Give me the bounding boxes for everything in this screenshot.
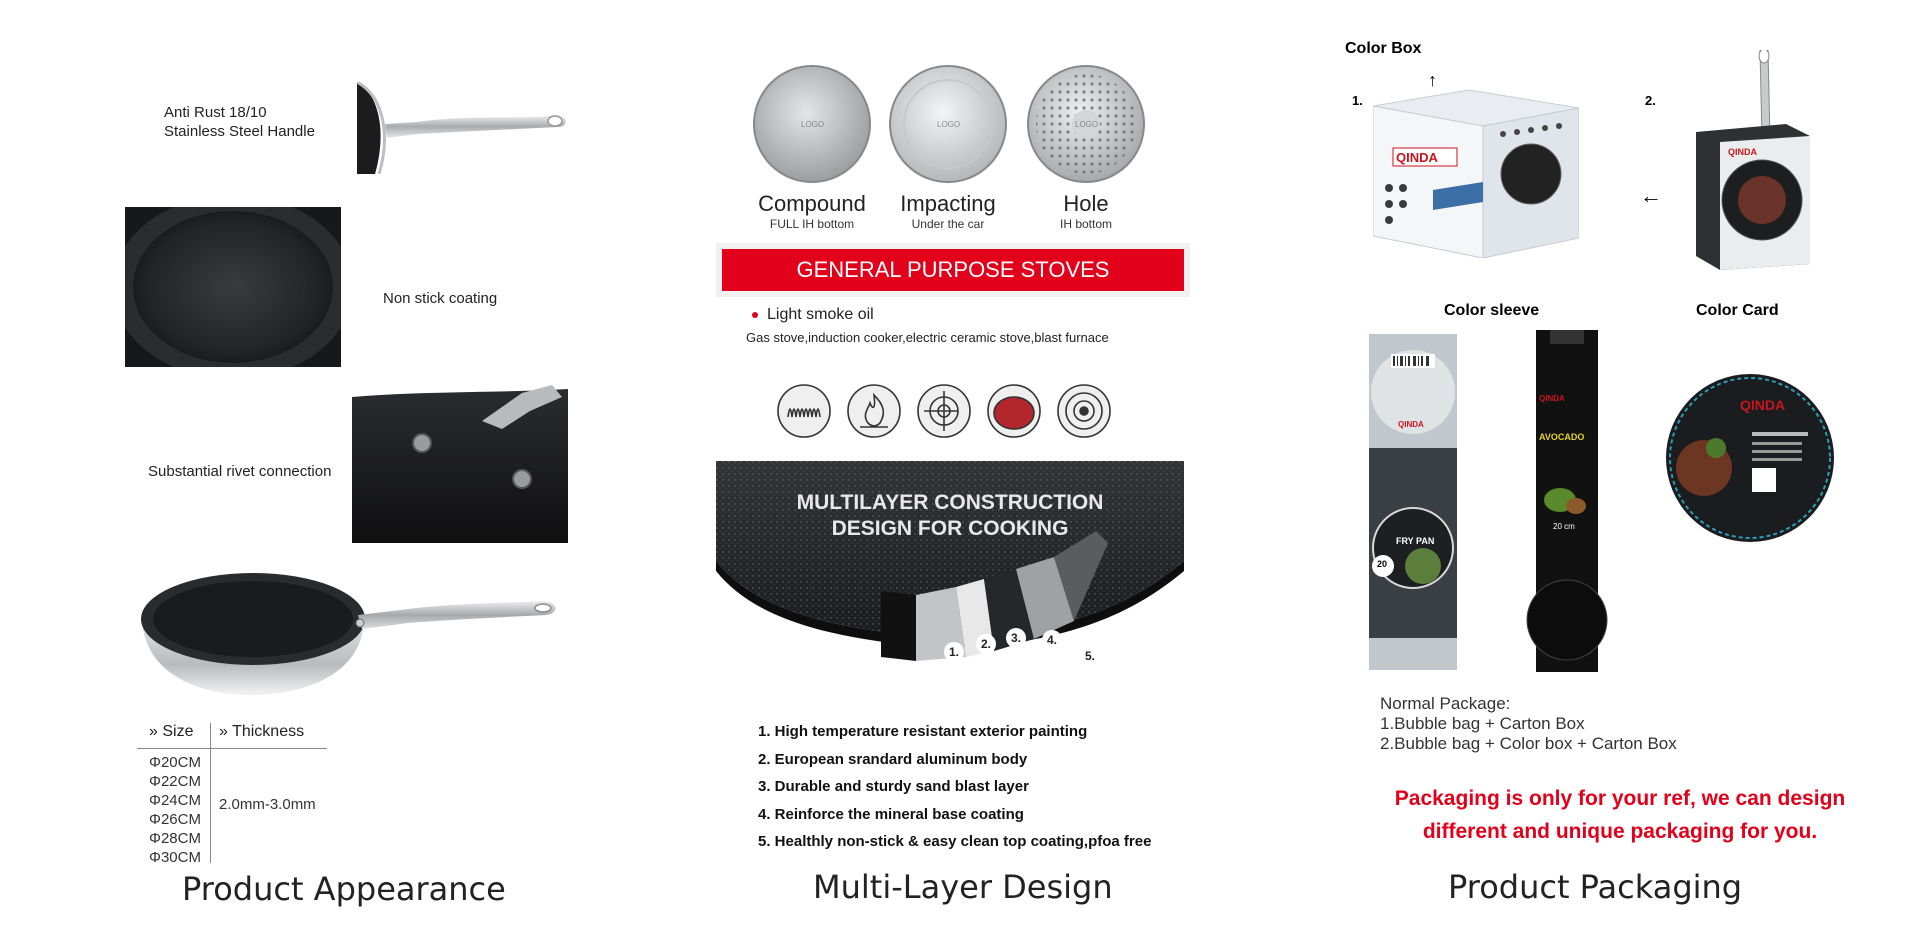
layer-list: 1. High temperature resistant exterior p… [758, 718, 1151, 856]
gas-flame-icon [847, 384, 901, 438]
fry-pan-image [141, 573, 556, 695]
smoke-oil-note: Light smoke oil [752, 306, 874, 324]
multilayer-construction-image [716, 461, 1184, 697]
list-item: 2. European srandard aluminum body [758, 750, 1028, 768]
brand-logo-card: QINDA [1740, 397, 1786, 413]
color-box-label: Color Box [1345, 40, 1422, 57]
layer-badge-1: 1. [944, 642, 964, 662]
section-title-appearance: Product Appearance [182, 870, 506, 908]
stove-types: Gas stove,induction cooker,electric cera… [746, 330, 1109, 345]
normal-package-note: Normal Package: 1.Bubble bag + Carton Bo… [1380, 694, 1677, 753]
color-card-image [1666, 374, 1834, 542]
box-number-2: 2. [1645, 93, 1656, 108]
layer-badge-2: 2. [976, 634, 996, 654]
construction-heading: MULTILAYER CONSTRUCTION DESIGN FOR COOKI… [796, 491, 1104, 540]
size-header: » Size [149, 723, 194, 740]
size-list: Φ20CM Φ22CM Φ24CM Φ26CM Φ28CM Φ30CM [149, 754, 201, 866]
disc-hole: Hole IH bottom [1059, 191, 1113, 231]
list-item: 3. Durable and sturdy sand blast layer [758, 778, 1029, 795]
disc-logo-1: LOGO [801, 120, 825, 129]
thickness-value: 2.0mm-3.0mm [219, 796, 316, 813]
packaging-ref-note: Packaging is only for your ref, we can d… [1394, 787, 1846, 843]
layer-badge-5: 5. [1080, 646, 1100, 666]
thickness-header: » Thickness [219, 723, 305, 740]
section-title-packaging: Product Packaging [1448, 868, 1743, 906]
disc-logo-2: LOGO [937, 120, 961, 129]
coating-label: Non stick coating [383, 290, 498, 307]
list-item: 5. Healthly non-stick & easy clean top c… [758, 833, 1152, 850]
window-box-image [1696, 50, 1810, 270]
color-box-image [1373, 89, 1579, 258]
handle-closeup-image [357, 82, 566, 174]
sleeve-1-size: 20 [1377, 559, 1388, 569]
color-sleeve-black-image [1526, 330, 1608, 672]
color-card-label: Color Card [1696, 302, 1779, 319]
ceramic-plate-icon [987, 384, 1041, 438]
brand-logo-box: QINDA [1396, 150, 1438, 165]
rivet-closeup-image [352, 383, 568, 543]
arrow-left-icon: ← [1640, 183, 1662, 208]
disc-compound: Compound FULL IH bottom [758, 191, 866, 231]
sleeve-2-title: AVOCADO [1539, 432, 1585, 442]
coil-stove-icon [777, 384, 831, 438]
brand-logo-sleeve-2: QINDA [1539, 394, 1565, 403]
section-title-multilayer: Multi-Layer Design [813, 868, 1113, 906]
stoves-banner: GENERAL PURPOSE STOVES [722, 249, 1184, 291]
color-sleeve-grey-image [1369, 334, 1457, 670]
red-bullet-icon [752, 311, 758, 318]
color-sleeve-label: Color sleeve [1444, 302, 1540, 319]
base-discs-image [753, 65, 1145, 183]
coating-closeup-image [125, 207, 341, 367]
table-divider [137, 748, 327, 749]
disc-logo-3: LOGO [1075, 120, 1099, 129]
brand-logo-sleeve-1: QINDA [1398, 420, 1424, 429]
induction-icon [1057, 384, 1111, 438]
list-item: 4. Reinforce the mineral base coating [758, 805, 1024, 823]
box-number-1: 1. [1352, 93, 1363, 108]
brand-logo-window-box: QINDA [1728, 147, 1757, 157]
disc-impacting: Impacting Under the car [900, 191, 996, 231]
list-item: 1. High temperature resistant exterior p… [758, 723, 1088, 740]
table-column-divider [210, 723, 211, 863]
rivet-label: Substantial rivet connection [148, 463, 332, 480]
arrow-up-icon: ↑ [1428, 70, 1437, 90]
layer-badge-3: 3. [1006, 628, 1026, 648]
handle-label: Anti Rust 18/10 Stainless Steel Handle [164, 104, 315, 140]
sleeve-2-size: 20 cm [1553, 522, 1575, 531]
sleeve-1-title: FRY PAN [1396, 536, 1435, 546]
stove-icons-row [777, 384, 1111, 438]
gas-burner-icon [917, 384, 971, 438]
layer-badge-4: 4. [1042, 630, 1062, 650]
